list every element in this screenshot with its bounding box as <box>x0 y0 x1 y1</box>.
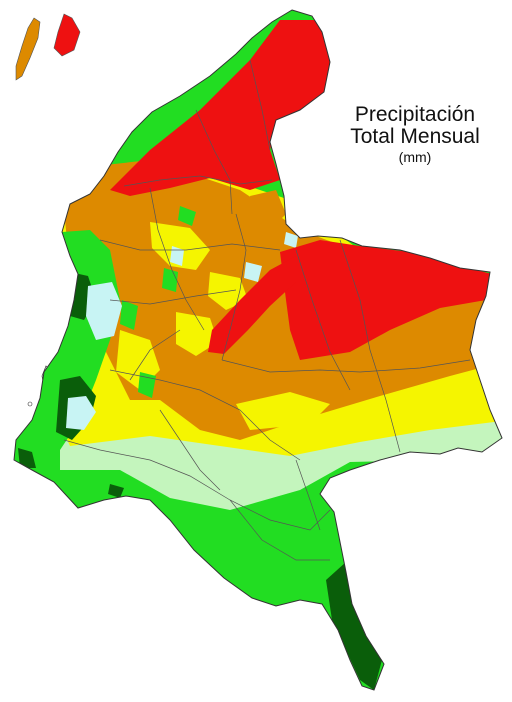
department-borders <box>63 59 471 561</box>
providencia-island <box>53 13 81 57</box>
title-line-1: Precipitación <box>354 103 476 126</box>
san-andres-island <box>15 17 41 81</box>
colombia-outline <box>13 9 503 691</box>
gorgona-island <box>27 401 33 407</box>
title-unit: (mm) <box>398 149 432 166</box>
map-title: Precipitación Total Mensual (mm) <box>330 103 500 166</box>
title-line-2: Total Mensual <box>350 125 480 149</box>
